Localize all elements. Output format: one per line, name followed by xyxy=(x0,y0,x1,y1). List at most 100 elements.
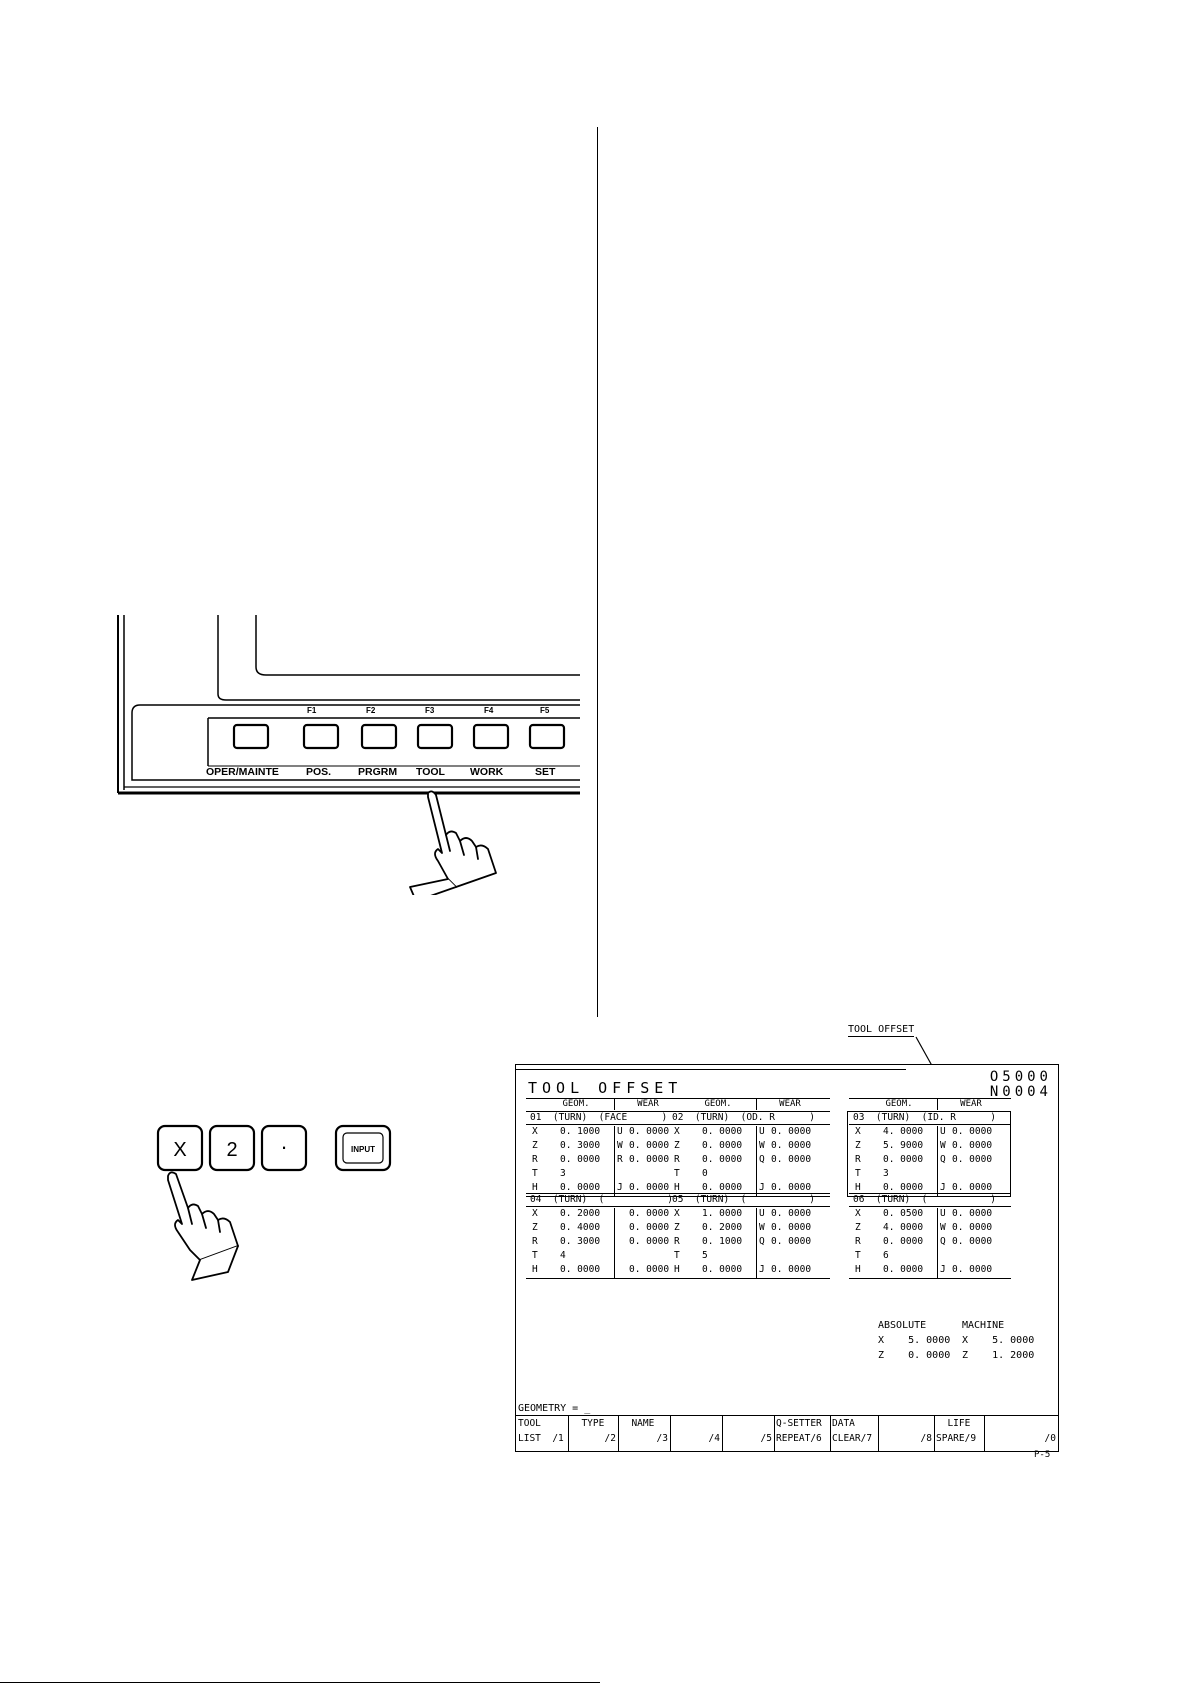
wear-axis: J xyxy=(940,1182,946,1193)
header-separator xyxy=(516,1069,906,1070)
rule xyxy=(526,1193,688,1194)
axis: X xyxy=(855,1208,861,1219)
operation-panel-illustration: F1 F2 F3 F4 F5 OPER/MAINTE POS. PRGRM TO… xyxy=(117,615,580,895)
wear-value: 0. 0000 xyxy=(629,1154,670,1165)
tool-header-row[interactable]: 06 (TURN) ( ) xyxy=(849,1194,1011,1207)
geometry-input-line[interactable]: GEOMETRY = _ xyxy=(518,1403,591,1414)
rule xyxy=(668,1206,830,1207)
soft-key-top-label: TYPE xyxy=(570,1418,605,1429)
tool-button[interactable] xyxy=(416,723,454,750)
machine-x: X 5. 0000 xyxy=(962,1335,1035,1346)
axis: Z xyxy=(855,1140,861,1151)
rule xyxy=(756,1099,757,1110)
wear-axis: U xyxy=(940,1208,946,1219)
button-label: PRGRM xyxy=(358,766,397,778)
geom-value: 0. 0000 xyxy=(560,1182,601,1193)
set-button[interactable] xyxy=(528,723,566,750)
prgrm-button[interactable] xyxy=(360,723,398,750)
tool-header-row[interactable]: 03 (TURN) (ID. R ) xyxy=(849,1112,1011,1125)
tool-header-row[interactable]: 01 (TURN) (FACE ) xyxy=(526,1112,688,1125)
geom-value: 0. 0000 xyxy=(883,1264,924,1275)
tool-header-row[interactable]: 02 (TURN) (OD. R ) xyxy=(668,1112,830,1125)
axis: T xyxy=(532,1250,538,1261)
wear-header: WEAR xyxy=(779,1099,801,1109)
geom-value: 0. 0000 xyxy=(702,1264,743,1275)
geom-header: GEOM. xyxy=(704,1099,732,1109)
rule xyxy=(526,1098,688,1099)
rule xyxy=(668,1098,830,1099)
tool-header-row[interactable]: 05 (TURN) ( ) xyxy=(668,1194,830,1207)
rule xyxy=(849,1206,1011,1207)
soft-key[interactable]: NAME/3 xyxy=(618,1416,671,1451)
geom-value: 3 xyxy=(883,1168,889,1179)
f-label: F4 xyxy=(484,706,494,715)
soft-key[interactable]: /5 xyxy=(722,1416,775,1451)
wear-value: 0. 0000 xyxy=(629,1208,670,1219)
tool-header-text: 02 (TURN) (OD. R ) xyxy=(672,1112,815,1123)
oper-mainte-button[interactable] xyxy=(232,723,270,750)
rule xyxy=(614,1126,615,1196)
machine-z: Z 1. 2000 xyxy=(962,1350,1035,1361)
wear-axis: Q xyxy=(759,1154,765,1165)
svg-text:X: X xyxy=(173,1139,186,1161)
rule xyxy=(756,1126,757,1196)
soft-key[interactable]: /0 xyxy=(984,1416,1058,1451)
tool-header-row[interactable]: 04 (TURN) ( ) xyxy=(526,1194,688,1207)
geom-value: 0. 2000 xyxy=(560,1208,601,1219)
wear-value: 0. 0000 xyxy=(629,1140,670,1151)
geom-value: 0. 0000 xyxy=(702,1140,743,1151)
work-button[interactable] xyxy=(472,723,510,750)
wear-value: 0. 0000 xyxy=(952,1126,993,1137)
input-key[interactable]: INPUT xyxy=(334,1124,392,1172)
f-label: F1 xyxy=(307,706,317,715)
geom-value: 0. 0000 xyxy=(883,1236,924,1247)
pos-button[interactable] xyxy=(302,723,340,750)
2-key[interactable]: 2 xyxy=(208,1124,256,1172)
x-key[interactable]: X xyxy=(156,1124,204,1172)
decimal-point-key[interactable]: · xyxy=(260,1124,308,1172)
soft-key[interactable]: /4 xyxy=(670,1416,723,1451)
axis: R xyxy=(674,1154,680,1165)
soft-key[interactable]: TYPE/2 xyxy=(568,1416,619,1451)
f-label: F2 xyxy=(366,706,376,715)
soft-key[interactable]: /8 xyxy=(878,1416,935,1451)
